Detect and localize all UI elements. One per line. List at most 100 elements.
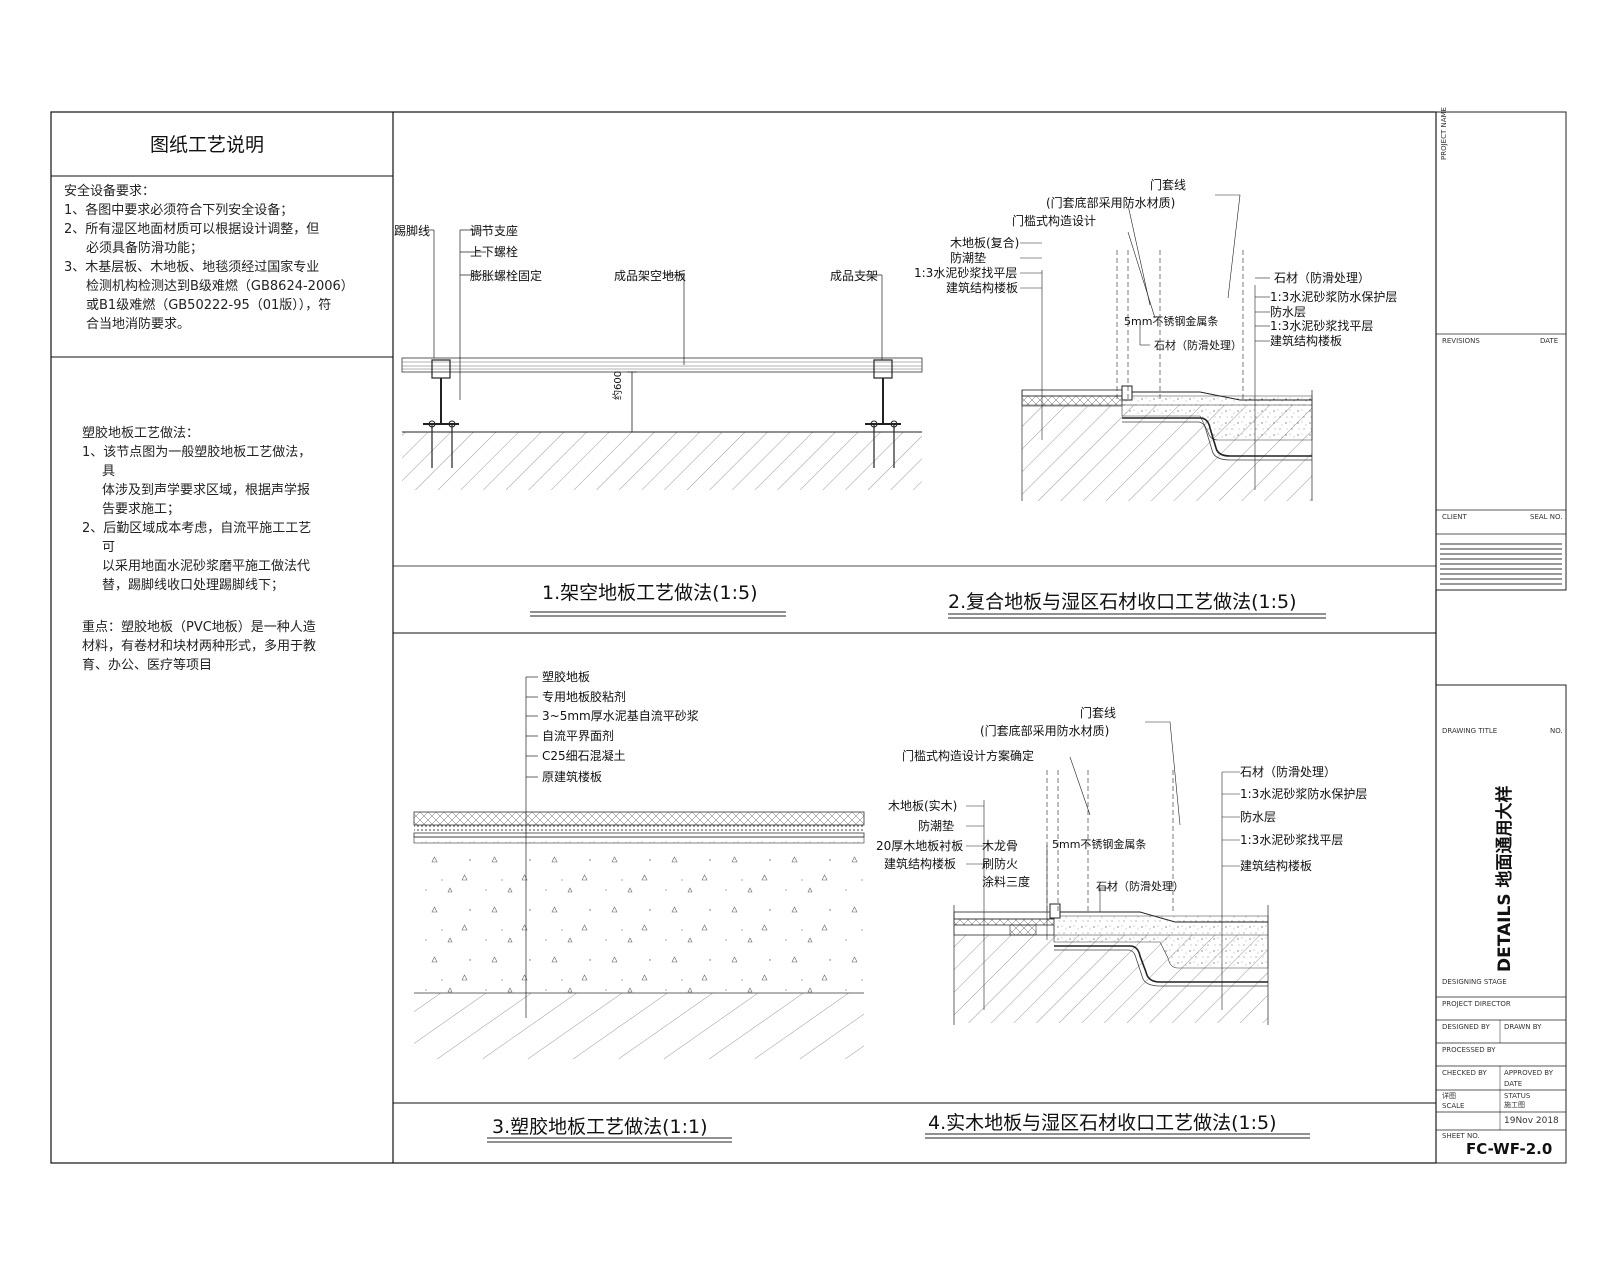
d4-label-l4: 建筑结构楼板 [884,857,957,871]
d2-label-l3: 1:3水泥砂浆找平层 [914,266,1018,280]
d1-label-expansion-bolt: 膨胀螺栓固定 [470,269,543,283]
d4-label-l3: 20厚木地板衬板 [876,839,964,853]
pvc-line: 具 [102,464,116,479]
tb-scale: SCALE [1442,1102,1465,1110]
d4-label-threshold: 门槛式构造设计方案确定 [902,749,1035,763]
d3-label-5: 原建筑楼板 [542,770,603,784]
tb-status-value: 施工图 [1504,1101,1525,1109]
d1-label-adjustable-support: 调节支座 [470,224,519,238]
detail-3-drawing [413,676,865,1059]
d3-label-4: C25细石混凝土 [542,749,626,763]
d3-title: 3.塑胶地板工艺做法(1:1) [492,1116,708,1138]
key-line: 材料，有卷材和块材两种形式，多用于教 [82,639,317,654]
d4-label-r1: 石材（防滑处理） [1240,765,1337,779]
tb-project-director: PROJECT DIRECTOR [1442,1000,1511,1008]
d3-label-2: 3~5mm厚水泥基自流平砂浆 [542,709,699,723]
tb-sheet-number: FC-WF-2.0 [1466,1140,1553,1158]
d4-label-k3: 涂料三度 [982,875,1031,889]
d4-label-r5: 建筑结构楼板 [1240,859,1313,873]
detail-4-drawing [953,721,1269,1025]
tb-project-name: PROJECT NAME [1440,107,1448,160]
d4-label-door-trim-note: (门套底部采用防水材质) [980,724,1110,738]
key-point-notes: 重点：塑胶地板（PVC地板）是一种人造 材料，有卷材和块材两种形式，多用于教 育… [82,618,382,675]
d3-label-0: 塑胶地板 [542,670,591,684]
tb-fine-print [1440,540,1562,588]
d2-label-r4: 1:3水泥砂浆找平层 [1270,319,1374,333]
pvc-line: 2、后勤区域成本考虑，自流平施工工艺 [82,521,312,536]
d4-label-r2: 1:3水泥砂浆防水保护层 [1240,787,1368,801]
safety-line: 1、各图中要求必须符合下列安全设备； [64,203,294,218]
safety-line: 检测机构检测达到B级难燃（GB8624-2006） [86,279,354,294]
d2-label-r5: 建筑结构楼板 [1270,334,1343,348]
d1-title: 1.架空地板工艺做法(1:5) [542,582,758,604]
d2-label-l2: 防潮垫 [950,251,987,265]
tb-vertical-title: DETAILS 地面通用大样 [1495,785,1515,972]
tb-designed-by: DESIGNED BY [1442,1023,1490,1031]
title-block-lines [1435,111,1567,1164]
tb-no: NO. [1550,727,1563,735]
tb-drawn-by: DRAWN BY [1504,1023,1542,1031]
detail-1-drawing [401,229,923,490]
d3-label-1: 专用地板胶粘剂 [542,690,627,704]
tb-stage-value: 详图 [1442,1092,1456,1100]
tb-date-value: 19Nov 2018 [1504,1116,1559,1126]
d2-label-r2: 1:3水泥砂浆防水保护层 [1270,290,1398,304]
d4-label-r4: 1:3水泥砂浆找平层 [1240,833,1344,847]
d4-label-l2: 防潮垫 [918,819,955,833]
tb-sheet-no: SHEET NO. [1442,1132,1480,1140]
d2-label-door-trim-note: (门套底部采用防水材质) [1046,196,1176,210]
tb-date-label: DATE [1504,1080,1523,1088]
d2-label-r1: 石材（防滑处理） [1274,271,1371,285]
pvc-line: 塑胶地板工艺做法： [82,426,200,441]
tb-client: CLIENT [1442,513,1467,521]
tb-date: DATE [1540,337,1559,345]
safety-line: 安全设备要求： [64,184,156,199]
safety-line: 3、木基层板、木地板、地毯须经过国家专业 [64,260,320,275]
d2-label-l1: 木地板(复合) [950,236,1020,250]
pvc-line: 替，踢脚线收口处理踢脚线下； [102,578,285,593]
safety-line: 或B1级难燃（GB50222-95（01版）），符 [86,298,332,313]
pvc-line: 以采用地面水泥砂浆磨平施工做法代 [102,559,311,574]
tb-revisions: REVISIONS [1442,337,1480,345]
d2-label-r3: 防水层 [1270,305,1307,319]
d2-label-metal-strip: 5mm不锈钢金属条 [1124,315,1219,328]
tb-status: STATUS [1504,1092,1531,1100]
notes-header: 图纸工艺说明 [150,134,265,156]
tb-designing-stage: DESIGNING STAGE [1442,978,1507,986]
pvc-line: 告要求施工； [102,502,181,517]
pvc-method-notes: 塑胶地板工艺做法： 1、该节点图为一般塑胶地板工艺做法， 具 体涉及到声学要求区… [82,424,382,595]
d4-label-k2: 刷防火 [982,857,1019,871]
d4-label-l1: 木地板(实木) [888,799,958,813]
d4-label-k1: 木龙骨 [982,839,1019,853]
tb-approved-by: APPROVED BY [1504,1069,1554,1077]
d4-label-stone: 石材（防滑处理） [1096,880,1184,893]
safety-line: 2、所有湿区地面材质可以根据设计调整，但 [64,222,320,237]
tb-processed-by: PROCESSED BY [1442,1046,1496,1054]
key-line: 重点：塑胶地板（PVC地板）是一种人造 [82,620,316,635]
detail-2-drawing [1020,194,1313,501]
d1-label-bolts: 上下螺栓 [470,245,519,259]
d1-dimension: 约600 [613,370,624,400]
key-line: 育、办公、医疗等项目 [82,658,213,673]
d2-label-l4: 建筑结构楼板 [946,281,1019,295]
tb-seal: SEAL NO. [1530,513,1563,521]
d1-label-skirting: 踢脚线 [394,224,431,238]
d3-label-3: 自流平界面剂 [542,729,615,743]
safety-requirements: 安全设备要求： 1、各图中要求必须符合下列安全设备； 2、所有湿区地面材质可以根… [64,182,384,334]
safety-line: 合当地消防要求。 [86,317,191,332]
d4-title: 4.实木地板与湿区石材收口工艺做法(1:5) [928,1112,1277,1134]
tb-drawing-title: DRAWING TITLE [1442,727,1498,735]
d2-label-door-trim: 门套线 [1150,178,1187,192]
d2-title: 2.复合地板与湿区石材收口工艺做法(1:5) [948,591,1297,613]
d1-label-raised-floor: 成品架空地板 [614,269,687,283]
pvc-line: 可 [102,540,116,555]
d1-label-bracket: 成品支架 [830,269,879,283]
tb-checked-by: CHECKED BY [1442,1069,1487,1077]
d2-label-threshold: 门槛式构造设计 [1012,214,1097,228]
d4-label-door-trim: 门套线 [1080,706,1117,720]
d2-label-stone: 石材（防滑处理） [1154,339,1242,352]
safety-line: 必须具备防滑功能； [86,241,204,256]
d4-label-r3: 防水层 [1240,810,1277,824]
pvc-line: 体涉及到声学要求区域，根据声学报 [102,483,311,498]
